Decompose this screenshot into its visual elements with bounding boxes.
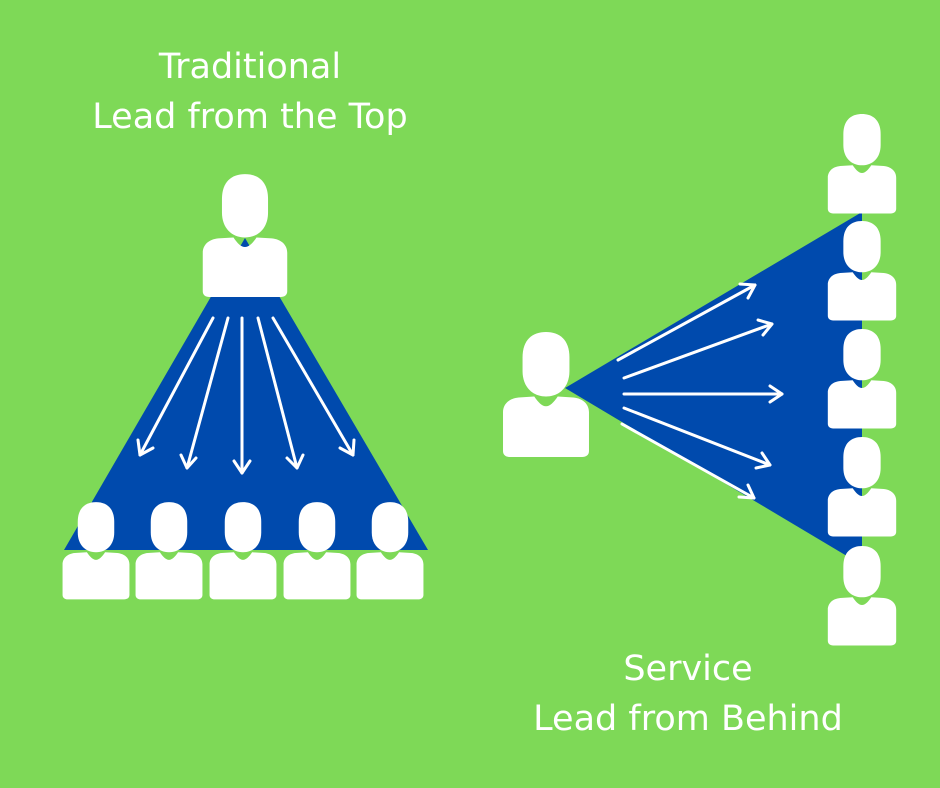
traditional-arrow-5 bbox=[271, 316, 356, 457]
traditional-leader-person-icon bbox=[202, 174, 288, 297]
service-arrow-2 bbox=[622, 318, 774, 380]
service-team-person-icon bbox=[827, 546, 897, 646]
service-title-line-2: Lead from Behind bbox=[533, 699, 843, 739]
traditional-title-line-1: Traditional bbox=[158, 47, 342, 87]
traditional-title: Traditional Lead from the Top bbox=[40, 42, 460, 142]
service-arrow-1 bbox=[616, 282, 757, 362]
service-arrow-3 bbox=[622, 384, 784, 404]
traditional-title-line-2: Lead from the Top bbox=[92, 97, 408, 137]
service-team-person-icon bbox=[827, 114, 897, 214]
traditional-arrow-4 bbox=[256, 316, 305, 470]
service-title: Service Lead from Behind bbox=[478, 644, 898, 744]
traditional-arrow-3 bbox=[232, 316, 252, 475]
traditional-triangle bbox=[64, 238, 428, 550]
service-title-line-1: Service bbox=[623, 649, 753, 689]
service-arrows bbox=[616, 282, 784, 500]
traditional-arrow-1 bbox=[136, 316, 215, 457]
service-triangle bbox=[565, 212, 862, 565]
service-arrow-4 bbox=[622, 406, 772, 470]
traditional-arrow-2 bbox=[179, 316, 230, 470]
traditional-arrows bbox=[136, 316, 356, 475]
service-arrow-5 bbox=[620, 422, 756, 500]
